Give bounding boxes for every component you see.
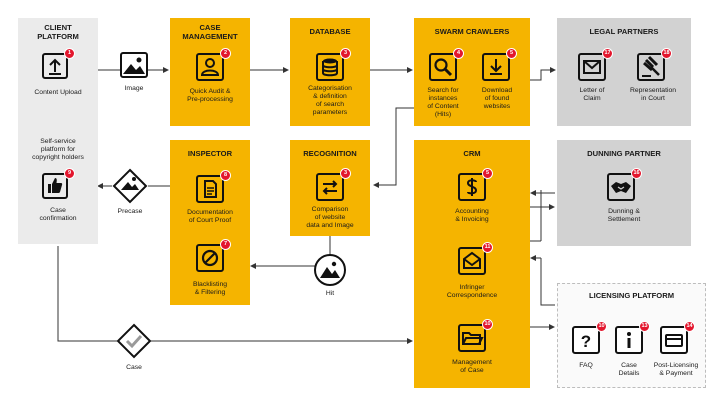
hit-image-icon (313, 253, 347, 292)
line-swarm-to-legal (528, 67, 556, 81)
accounting-label: Accounting& Invoicing (455, 208, 489, 223)
dollar-icon[interactable] (457, 172, 487, 207)
download-icon[interactable] (481, 52, 511, 87)
blacklisting-badge: 7 (220, 239, 231, 250)
legal-partners-title: LEGAL PARTNERS (589, 27, 659, 36)
blacklisting-label: Blacklisting& Filtering (193, 281, 227, 296)
faq-badge: 10 (596, 321, 607, 332)
handshake-icon[interactable] (606, 172, 636, 207)
upload-label: Content Upload (34, 89, 82, 96)
swap-arrows-icon[interactable] (315, 172, 345, 207)
case-check-icon (116, 323, 152, 364)
documentation-badge: 8 (220, 170, 231, 181)
search-icon[interactable] (428, 52, 458, 87)
case-label: Case (126, 364, 142, 371)
hit-label: Hit (325, 290, 335, 297)
database-icon[interactable] (315, 52, 345, 87)
dunning-label: Dunning &Settlement (607, 208, 641, 223)
mail-open-icon[interactable] (457, 246, 487, 281)
database-badge: 3 (340, 48, 351, 59)
precase-image-icon (112, 168, 148, 209)
precase-label: Precase (117, 208, 143, 215)
dunning-partner-panel: DUNNING PARTNER 16 Dunning &Settlement (557, 140, 691, 246)
download-badge: 5 (506, 48, 517, 59)
dunning-partner-title: DUNNING PARTNER (587, 149, 661, 158)
credit-card-icon[interactable] (659, 325, 689, 360)
case-management-label: Quick Audit &Pre-processing (187, 88, 233, 103)
inspector-title: INSPECTOR (187, 149, 233, 158)
user-icon[interactable] (195, 52, 225, 87)
letter-badge: 17 (602, 48, 613, 59)
licensing-platform-title: LICENSING PLATFORM (588, 291, 675, 300)
thumbs-up-icon[interactable] (40, 171, 70, 206)
swarm-crawlers-title: SWARM CRAWLERS (434, 27, 510, 36)
search-badge: 4 (453, 48, 464, 59)
document-icon[interactable] (195, 174, 225, 209)
crm-panel: CRM 5 Accounting& Invoicing 11 Infringer… (414, 140, 530, 388)
svg-text:?: ? (581, 332, 591, 351)
post-licensing-label: Post-Licensing& Payment (653, 362, 699, 377)
image-icon (119, 50, 149, 85)
accounting-badge: 5 (482, 168, 493, 179)
database-title: DATABASE (309, 27, 351, 36)
gavel-icon[interactable] (636, 52, 666, 87)
crm-title: CRM (463, 149, 481, 158)
recognition-title: RECOGNITION (303, 149, 357, 158)
upload-icon[interactable] (40, 51, 70, 86)
line-licensing-to-crm (540, 258, 555, 306)
line-swarm-to-recognition (373, 107, 414, 188)
court-badge: 18 (661, 48, 672, 59)
recognition-badge: 3 (340, 168, 351, 179)
block-icon[interactable] (195, 243, 225, 278)
infringer-badge: 11 (482, 242, 493, 253)
info-icon[interactable] (614, 325, 644, 360)
line-client-to-case (57, 246, 118, 342)
details-badge: 13 (639, 321, 650, 332)
upload-badge: 1 (64, 48, 75, 59)
envelope-icon[interactable] (577, 52, 607, 87)
post-licensing-badge: 14 (684, 321, 695, 332)
management-badge: 10 (482, 319, 493, 330)
dunning-badge: 16 (631, 168, 642, 179)
case-management-badge: 2 (220, 48, 231, 59)
faq-label: FAQ (579, 362, 593, 369)
question-icon[interactable]: ? (571, 325, 601, 360)
image-label: Image (124, 85, 144, 92)
confirm-badge: 9 (64, 168, 75, 179)
folder-icon[interactable] (457, 323, 487, 358)
